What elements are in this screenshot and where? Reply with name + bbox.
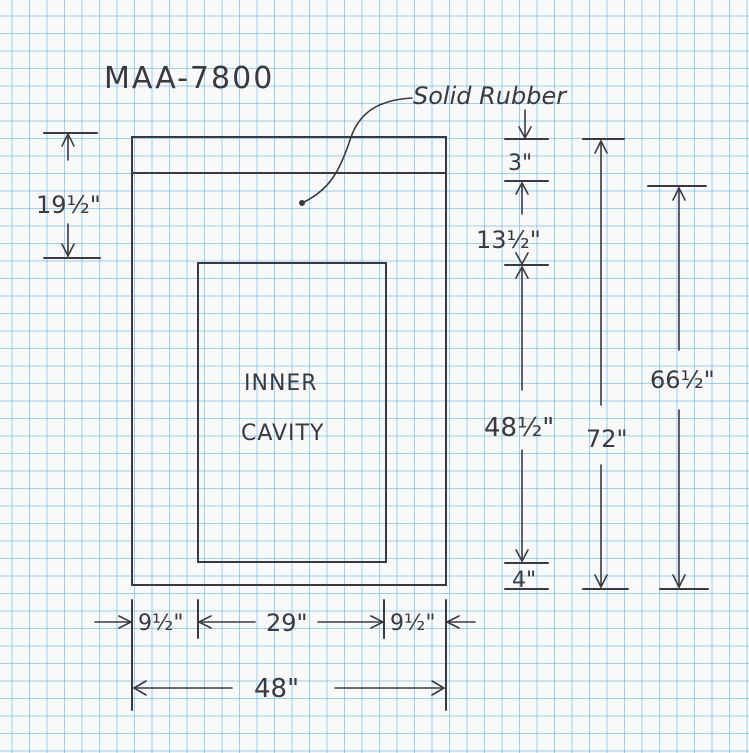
dim-wall-head-down bbox=[515, 252, 529, 266]
dim-top-wall-label: 13½" bbox=[476, 226, 541, 254]
dim-cavity-width-label: 29" bbox=[266, 609, 308, 637]
dim-top-offset-head-down bbox=[61, 243, 75, 258]
dim-lower-height-head-up bbox=[672, 186, 686, 201]
solid-rubber-label: Solid Rubber bbox=[413, 82, 568, 110]
dim-left-wall-head bbox=[118, 615, 133, 629]
dim-lower-height-head-down bbox=[672, 574, 686, 589]
dim-cavity-head-up bbox=[515, 265, 529, 279]
dim-total-height-head-up bbox=[594, 139, 608, 154]
dim-lower-height-label: 66½" bbox=[650, 366, 715, 394]
rubber-leader-dot bbox=[299, 200, 305, 206]
dim-total-width-head-left bbox=[132, 680, 147, 696]
dim-right-wall-head bbox=[445, 615, 460, 629]
dim-cavity-width-head-right bbox=[370, 615, 385, 629]
dim-cavity-height-label: 48½" bbox=[484, 413, 554, 443]
dim-total-height-label: 72" bbox=[586, 425, 628, 453]
dim-total-width-head-right bbox=[431, 680, 446, 696]
inner-cavity bbox=[197, 262, 387, 563]
dim-left-wall-label: 9½" bbox=[138, 611, 183, 636]
dim-rubber-strip-label: 3" bbox=[508, 151, 532, 176]
drawing-title: MAA-7800 bbox=[104, 61, 274, 96]
dim-cavity-head-down bbox=[515, 549, 529, 563]
dim-total-width-label: 48" bbox=[254, 674, 299, 704]
dim-top-offset-head-up bbox=[61, 132, 75, 147]
dim-cavity-width-head-left bbox=[197, 615, 212, 629]
inner-cavity-label-line1: INNER bbox=[244, 371, 318, 396]
dim-right-wall-label: 9½" bbox=[390, 611, 435, 636]
dim-total-height-head-down bbox=[594, 574, 608, 589]
dim-top-offset-label: 19½" bbox=[36, 191, 101, 219]
dim-wall-head-up bbox=[515, 181, 529, 195]
rubber-leader-line bbox=[301, 97, 413, 204]
dim-rubber-head bbox=[518, 126, 532, 140]
outer-body bbox=[131, 136, 447, 586]
dim-bottom-wall-label: 4" bbox=[512, 568, 536, 593]
inner-cavity-label-line2: CAVITY bbox=[241, 421, 324, 446]
